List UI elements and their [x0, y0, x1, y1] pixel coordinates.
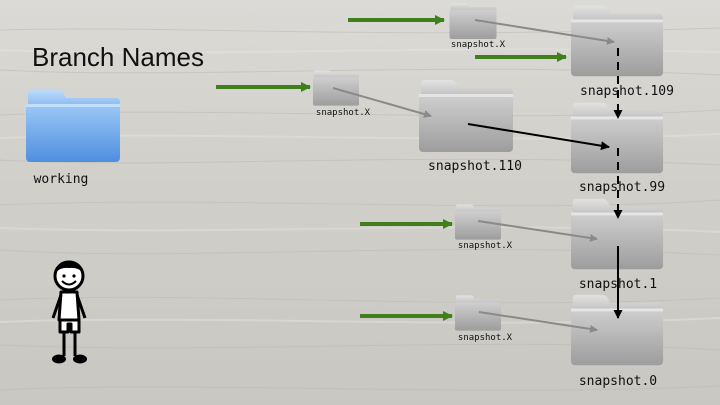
snapshot-99-label: snapshot.99 [578, 180, 666, 195]
gray-link-arrow-icon [477, 220, 598, 242]
snapshot-x-bottom-label: snapshot.X [457, 333, 513, 343]
working-label: working [33, 172, 89, 187]
snapshot-109-folder-icon [570, 5, 664, 77]
snapshot-x-top-folder-icon [449, 3, 497, 39]
gray-link-arrow-icon [332, 87, 432, 118]
snapshot-x-bottom-folder-icon [454, 295, 502, 331]
snapshot-0-label: snapshot.0 [578, 374, 658, 389]
snapshot-110-folder-icon [419, 80, 513, 152]
black-link-arrow-icon [467, 123, 610, 151]
snapshot-x-top-label: snapshot.X [450, 40, 506, 50]
snapshot-x-lower-folder-icon [454, 204, 502, 240]
stick-figure-icon [51, 260, 87, 364]
working-folder-icon [26, 90, 120, 162]
snapshot-x-mid-folder-icon [312, 70, 360, 106]
gray-link-arrow-icon [474, 19, 615, 45]
snapshot-110-label: snapshot.110 [428, 159, 522, 174]
gray-link-arrow-icon [478, 311, 598, 333]
snapshot-x-mid-label: snapshot.X [315, 108, 371, 118]
snapshot-x-lower-label: snapshot.X [457, 241, 513, 251]
slide-title: Branch Names [32, 42, 204, 72]
snapshot-109-label: snapshot.109 [580, 84, 674, 99]
